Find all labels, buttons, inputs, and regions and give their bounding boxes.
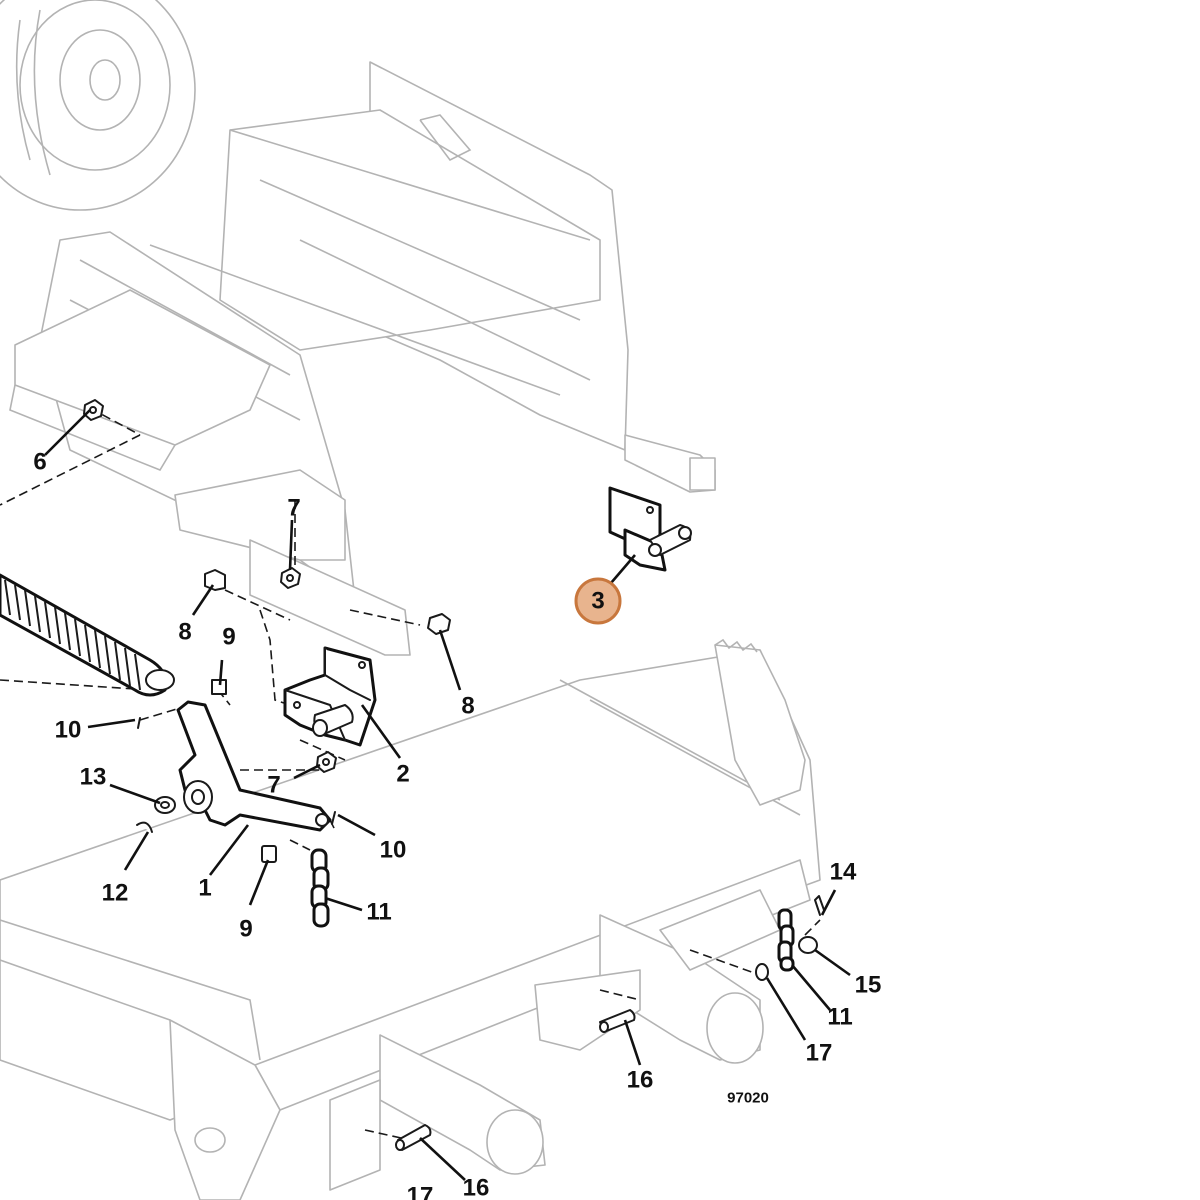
- callout-9-lower[interactable]: 9: [239, 916, 252, 943]
- callout-3[interactable]: 3: [591, 588, 604, 615]
- callout-2[interactable]: 2: [396, 761, 409, 788]
- washer-icon: [136, 796, 818, 981]
- callout-7-upper[interactable]: 7: [287, 495, 300, 522]
- bracket-icon: [608, 486, 692, 572]
- callout-8-left[interactable]: 8: [178, 619, 191, 646]
- callout-16-right[interactable]: 16: [627, 1067, 654, 1094]
- callout-10-right[interactable]: 10: [380, 837, 407, 864]
- callout-16-lower[interactable]: 16: [463, 1175, 490, 1200]
- parts: [0, 399, 825, 1151]
- callout-8-right[interactable]: 8: [461, 693, 474, 720]
- assembly-lines: [0, 407, 821, 1141]
- chain-icon: [310, 848, 795, 972]
- highlight-callout-circle[interactable]: [574, 577, 622, 625]
- callout-11-right[interactable]: 11: [827, 1004, 852, 1031]
- callout-17-lower[interactable]: 17: [407, 1183, 434, 1200]
- callout-13[interactable]: 13: [80, 764, 107, 791]
- callout-12[interactable]: 12: [102, 880, 129, 907]
- wheel-icon: [0, 0, 196, 211]
- nut-icon: [83, 399, 451, 863]
- callout-7-lower[interactable]: 7: [267, 772, 280, 799]
- tractor-frame: [0, 0, 821, 1200]
- spring-icon: [0, 573, 175, 697]
- callout-11-left[interactable]: 11: [366, 899, 391, 926]
- figure-reference: 97020: [727, 1090, 769, 1107]
- leader-lines: [44, 409, 851, 1181]
- callout-14[interactable]: 14: [830, 859, 857, 886]
- bracket-icon: [176, 700, 332, 832]
- callout-1[interactable]: 1: [198, 875, 211, 902]
- callout-17-right[interactable]: 17: [806, 1040, 833, 1067]
- callout-10-left[interactable]: 10: [55, 717, 82, 744]
- callout-9-upper[interactable]: 9: [222, 624, 235, 651]
- callout-15[interactable]: 15: [855, 972, 882, 999]
- bracket-icon: [283, 646, 377, 747]
- callouts: 1 2 3 6 7 7 8 8 9 9 10 10 11 11 12 13 14…: [33, 449, 881, 1200]
- callout-6[interactable]: 6: [33, 449, 46, 476]
- pin-icon: [137, 717, 825, 1151]
